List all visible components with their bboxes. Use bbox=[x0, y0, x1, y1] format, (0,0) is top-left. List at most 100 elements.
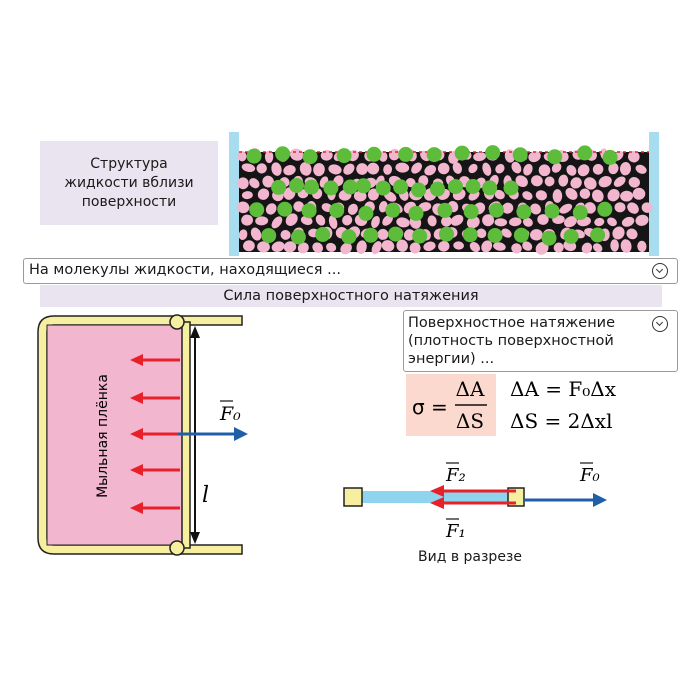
liquid-cell bbox=[528, 151, 541, 163]
liquid-cell bbox=[255, 216, 269, 226]
liquid-cell bbox=[283, 165, 296, 176]
liquid-cell bbox=[627, 202, 639, 214]
liquid-cell bbox=[538, 164, 551, 177]
molecule bbox=[547, 149, 563, 165]
molecule bbox=[516, 204, 532, 220]
liquid-cell bbox=[328, 215, 338, 229]
liquid-cell bbox=[564, 216, 577, 228]
liquid-cell bbox=[610, 239, 619, 252]
liquid-cell bbox=[382, 214, 393, 226]
rod-loop-top bbox=[169, 314, 185, 330]
liquid-cell bbox=[626, 228, 638, 240]
liquid-cell bbox=[619, 162, 632, 176]
liquid-cell bbox=[537, 214, 549, 225]
molecule bbox=[572, 205, 588, 220]
liquid-cell bbox=[340, 242, 352, 255]
structure-label: Структура жидкости вблизи поверхности bbox=[40, 141, 218, 225]
liquid-cell bbox=[511, 161, 522, 174]
section-title-text: Сила поверхностного натяжения bbox=[223, 288, 479, 304]
molecule bbox=[302, 149, 318, 165]
molecule bbox=[341, 229, 357, 245]
liquid-cell bbox=[280, 229, 291, 240]
liquid-cell bbox=[238, 229, 248, 241]
molecule bbox=[375, 180, 391, 196]
liquid-cell bbox=[466, 216, 480, 229]
molecule bbox=[329, 203, 345, 218]
formula: σ = ΔA ΔS ΔA = F₀Δx ΔS = 2Δxl bbox=[412, 377, 617, 433]
section-title: Сила поверхностного натяжения bbox=[40, 285, 662, 307]
force-f0-label: F₀ bbox=[219, 403, 241, 425]
film-cross-section bbox=[361, 491, 521, 503]
liquid-cell bbox=[367, 188, 380, 201]
formula-sigma: σ = bbox=[412, 395, 448, 419]
molecule bbox=[597, 201, 613, 217]
liquid-cell bbox=[473, 152, 487, 162]
molecule bbox=[304, 179, 319, 195]
molecule bbox=[342, 179, 358, 195]
liquid-cell bbox=[570, 177, 582, 189]
molecule bbox=[513, 227, 529, 243]
molecule bbox=[577, 145, 593, 161]
liquid-cell bbox=[424, 164, 437, 176]
liquid-cell bbox=[613, 176, 626, 187]
chevron-down-icon[interactable] bbox=[652, 263, 668, 279]
liquid-cell bbox=[293, 201, 305, 212]
molecule bbox=[590, 227, 606, 243]
liquid-cell bbox=[313, 163, 325, 177]
liquid-cell bbox=[509, 217, 522, 227]
molecule bbox=[485, 145, 501, 161]
liquid-cell bbox=[502, 202, 514, 214]
liquid-cell bbox=[523, 163, 533, 176]
molecule bbox=[289, 178, 305, 193]
molecule bbox=[249, 202, 265, 218]
liquid-cell bbox=[530, 203, 542, 215]
liquid-cell bbox=[257, 188, 270, 200]
liquid-cell bbox=[559, 203, 573, 214]
molecule bbox=[503, 180, 519, 196]
force-f0-cross-head bbox=[593, 493, 607, 507]
liquid-cell bbox=[504, 149, 516, 163]
liquid-cell bbox=[438, 240, 450, 252]
liquid-cell bbox=[328, 164, 342, 175]
liquid-cell bbox=[356, 163, 368, 175]
liquid-cell bbox=[531, 175, 543, 187]
section-caption-text: Вид в разрезе bbox=[417, 549, 522, 565]
liquid-cell bbox=[641, 202, 653, 213]
molecules-dropdown[interactable]: На молекулы жидкости, находящиеся ... bbox=[23, 258, 678, 284]
liquid-cell bbox=[396, 217, 410, 228]
liquid-cell bbox=[381, 240, 395, 252]
force-f0-arrow-head bbox=[234, 427, 248, 441]
liquid-cell bbox=[515, 175, 528, 188]
liquid-cell bbox=[396, 239, 408, 252]
force-f2-label: F₂ bbox=[445, 465, 466, 486]
liquid-cell bbox=[612, 226, 625, 240]
liquid-cell bbox=[628, 176, 640, 188]
molecule bbox=[408, 205, 424, 221]
liquid-cell bbox=[522, 241, 533, 251]
force-f1-head bbox=[430, 497, 444, 509]
formula-numerator: ΔA bbox=[456, 377, 485, 401]
molecule bbox=[426, 147, 442, 163]
molecule bbox=[411, 182, 427, 198]
structure-label-text: Структура жидкости вблизи поверхности bbox=[64, 155, 194, 210]
molecule bbox=[512, 147, 528, 163]
formula-area: ΔS = 2Δxl bbox=[510, 409, 612, 433]
molecule bbox=[463, 204, 479, 220]
liquid-cell bbox=[522, 191, 533, 201]
molecule bbox=[363, 227, 379, 243]
molecule bbox=[315, 227, 331, 242]
surface-tension-arrow-head bbox=[130, 502, 143, 514]
molecule bbox=[277, 201, 293, 217]
liquid-cell bbox=[607, 188, 620, 202]
surface-tension-arrow-head bbox=[130, 354, 143, 366]
molecule bbox=[393, 179, 409, 195]
liquid-cell bbox=[237, 177, 249, 190]
liquid-cell bbox=[620, 190, 634, 202]
chevron-down-icon[interactable] bbox=[652, 316, 668, 332]
tension-dropdown[interactable]: Поверхностное натяжение (плотность повер… bbox=[403, 310, 678, 372]
liquid-cell bbox=[552, 189, 563, 203]
liquid-cell bbox=[494, 218, 508, 227]
liquid-cell bbox=[257, 241, 270, 253]
liquid-cell bbox=[530, 229, 543, 241]
liquid-cell bbox=[371, 216, 380, 228]
